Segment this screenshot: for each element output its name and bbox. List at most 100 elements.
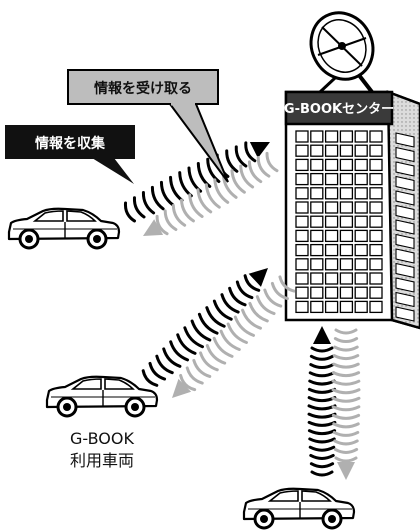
- window: [354, 172, 368, 186]
- car-icon: [242, 487, 356, 530]
- window: [295, 300, 309, 314]
- window: [324, 243, 339, 257]
- window: [324, 229, 339, 243]
- window: [369, 272, 383, 285]
- window: [395, 175, 415, 192]
- window: [310, 300, 324, 314]
- window: [295, 201, 309, 214]
- vehicle-caption-line2: 利用車両: [70, 451, 134, 470]
- window: [295, 229, 309, 243]
- window: [354, 187, 368, 200]
- callout-receive: [67, 69, 229, 183]
- window: [395, 190, 415, 206]
- window: [324, 272, 339, 285]
- window: [310, 144, 324, 157]
- satellite-dish-icon: [309, 11, 375, 94]
- window: [369, 243, 383, 257]
- window: [339, 158, 354, 172]
- window: [295, 187, 309, 200]
- window: [339, 272, 354, 285]
- window: [310, 258, 324, 271]
- window: [339, 144, 354, 157]
- window: [354, 158, 368, 172]
- window: [354, 229, 368, 243]
- window: [369, 215, 383, 228]
- window: [339, 229, 354, 243]
- building-windows: [295, 130, 383, 314]
- window: [395, 132, 415, 148]
- window: [395, 277, 415, 293]
- window: [295, 130, 309, 143]
- window: [310, 158, 324, 172]
- window: [339, 172, 354, 186]
- window: [339, 243, 354, 257]
- window: [324, 130, 339, 143]
- signal-wave: [331, 328, 361, 480]
- window: [395, 146, 415, 163]
- window: [295, 144, 309, 157]
- window: [354, 130, 368, 143]
- window: [295, 243, 309, 257]
- callout-collect-label: 情報を収集: [35, 135, 106, 152]
- window: [295, 272, 309, 285]
- window: [310, 272, 324, 285]
- window: [369, 201, 383, 214]
- window: [339, 286, 354, 299]
- window: [295, 258, 309, 271]
- vehicle-caption-line1: G-BOOK: [70, 429, 134, 448]
- window: [310, 187, 324, 200]
- window: [354, 144, 368, 157]
- signal-wave: [123, 141, 270, 223]
- window: [354, 258, 368, 271]
- window: [310, 130, 324, 143]
- window: [354, 215, 368, 228]
- window: [369, 286, 383, 299]
- window: [369, 130, 383, 143]
- window: [324, 201, 339, 214]
- window: [339, 187, 354, 200]
- window: [354, 272, 368, 285]
- window: [395, 219, 415, 235]
- window: [295, 158, 309, 172]
- window: [339, 300, 354, 314]
- window: [295, 215, 309, 228]
- window: [369, 158, 383, 172]
- building-side-windows: [395, 132, 415, 322]
- window: [369, 300, 383, 314]
- window: [310, 172, 324, 186]
- window: [369, 172, 383, 186]
- window: [354, 201, 368, 214]
- window: [395, 161, 415, 177]
- window: [395, 248, 415, 264]
- window: [324, 187, 339, 200]
- signal-wave: [143, 151, 279, 236]
- center-sign-label: G-BOOKセンター: [284, 102, 394, 117]
- window: [369, 229, 383, 243]
- window: [324, 300, 339, 314]
- window: [339, 215, 354, 228]
- window: [310, 215, 324, 228]
- car-icon: [45, 375, 159, 418]
- g-book-center-building: [284, 90, 420, 330]
- car-icon: [7, 207, 121, 250]
- callout-receive-label: 情報を受け取る: [94, 80, 192, 97]
- window: [395, 291, 415, 308]
- window: [369, 144, 383, 157]
- window: [339, 258, 354, 271]
- window: [395, 306, 415, 322]
- window: [295, 286, 309, 299]
- window: [310, 201, 324, 214]
- window: [324, 258, 339, 271]
- window: [369, 187, 383, 200]
- window: [324, 158, 339, 172]
- callout-collect: [5, 125, 135, 184]
- window: [295, 172, 309, 186]
- window: [324, 286, 339, 299]
- window: [339, 130, 354, 143]
- window: [324, 215, 339, 228]
- window: [395, 233, 415, 250]
- signal-waves: [123, 141, 361, 480]
- signal-wave: [141, 268, 268, 387]
- signal-wave: [172, 275, 296, 398]
